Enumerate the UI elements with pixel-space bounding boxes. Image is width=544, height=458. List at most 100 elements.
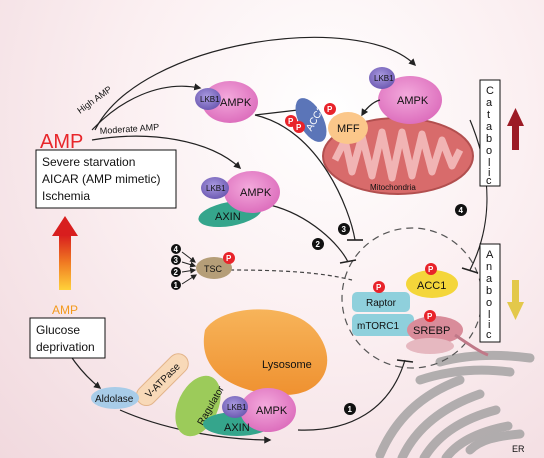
er-membranes (375, 350, 535, 458)
svg-text:4: 4 (459, 206, 464, 215)
svg-text:2: 2 (316, 240, 321, 249)
lkb1-label-c: LKB1 (206, 184, 226, 193)
inhibition-bar-2 (339, 259, 357, 264)
stress-line-2: AICAR (AMP mimetic) (42, 172, 160, 186)
svg-text:2: 2 (174, 268, 179, 277)
ampk-label-c: AMPK (240, 187, 272, 199)
pathway-step-1: 1 (344, 403, 356, 415)
pathway-step-2: 2 (312, 238, 324, 250)
ampk-label-d: AMPK (256, 405, 288, 417)
svg-text:c: c (486, 175, 492, 187)
svg-text:3: 3 (174, 256, 179, 265)
lkb1-label-b: LKB1 (374, 74, 394, 83)
moderate-amp-arrow (91, 135, 242, 169)
phospho-raptor: P (373, 281, 385, 293)
svg-text:P: P (376, 283, 382, 292)
phospho-acc2-b: P (285, 115, 297, 127)
mff-label: MFF (337, 123, 360, 135)
svg-text:A: A (486, 249, 494, 261)
lkb1-label-a: LKB1 (200, 95, 220, 104)
tsc-step-arrows (181, 251, 198, 285)
svg-text:a: a (486, 121, 493, 133)
amp-gradient-arrowhead (52, 216, 78, 236)
svg-text:o: o (486, 297, 492, 309)
tsc-complex: TSC (196, 257, 232, 279)
acc2-protein: ACC2 (295, 98, 327, 142)
stress-conditions-box (35, 149, 177, 209)
svg-text:4: 4 (174, 245, 179, 254)
svg-text:1: 1 (174, 281, 179, 290)
svg-text:1: 1 (348, 405, 353, 414)
aldolase: Aldolase (91, 387, 139, 409)
pathway-step-3: 3 (338, 223, 350, 235)
stress-line-1: Severe starvation (42, 155, 135, 169)
svg-text:P: P (428, 265, 434, 274)
svg-text:b: b (486, 285, 492, 297)
lysosome-label: Lysosome (262, 359, 312, 371)
svg-text:l: l (488, 309, 490, 321)
amp-secondary-label: AMP (52, 303, 78, 317)
anabolic-box: A n a b o l i c (479, 243, 501, 343)
mff-protein: MFF (328, 112, 368, 144)
svg-text:l: l (488, 157, 490, 169)
inhibition-bar-1 (396, 359, 414, 363)
inhibition-line-3 (254, 114, 356, 241)
aldolase-label: Aldolase (95, 394, 134, 405)
svg-text:P: P (296, 123, 302, 132)
svg-text:P: P (226, 254, 232, 263)
svg-text:a: a (486, 273, 493, 285)
tsc-step-4: 4 (171, 244, 181, 254)
anabolic-letters: A n a b o l i c (486, 249, 494, 341)
mtorc1-raptor: Raptor mTORC1 (352, 292, 414, 336)
catabolic-letters: C a t a b o l i c (486, 85, 494, 187)
srebp-protein: SREBP (406, 316, 489, 357)
phospho-tsc: P (223, 252, 235, 264)
ampk-label-b: AMPK (397, 95, 429, 107)
inhibition-line-1 (297, 359, 406, 431)
glucose-deprivation-box (29, 317, 106, 359)
tsc-label: TSC (204, 264, 223, 274)
catabolic-box: C a t a b o l i c (479, 79, 501, 187)
phospho-acc1: P (425, 263, 437, 275)
phospho-mff: P (324, 103, 336, 115)
anabolic-down-arrow (507, 280, 524, 320)
axin-label-d: AXIN (224, 422, 250, 434)
tsc-inhibition-dashed (229, 269, 353, 281)
lkb1-label-d: LKB1 (227, 403, 247, 412)
svg-text:P: P (427, 312, 433, 321)
svg-text:i: i (488, 319, 490, 331)
acc1-protein: ACC1 (406, 270, 458, 298)
svg-text:c: c (486, 329, 492, 341)
ampk-complex-mitochondrial: LKB1 AMPK (361, 67, 442, 124)
amp-main-label: AMP (40, 131, 83, 153)
glucose-to-aldolase-arrow (69, 354, 102, 389)
inhibition-line-4 (469, 119, 488, 271)
axin-label-c: AXIN (215, 211, 241, 223)
er-label: ER (512, 444, 525, 454)
ampk-complex-high-amp: LKB1 AMPK (195, 81, 258, 123)
tsc-step-3: 3 (171, 255, 181, 265)
inhibition-bar-4 (461, 267, 479, 274)
amp-gradient-shaft (59, 235, 71, 290)
moderate-amp-label: Moderate AMP (99, 122, 159, 136)
high-amp-arrow-top (94, 36, 417, 131)
ampk-label-a: AMPK (220, 97, 252, 109)
catabolic-up-arrow (507, 108, 524, 150)
ampk-complex-lysosomal: LKB1 AMPK AXIN (203, 388, 296, 436)
svg-text:t: t (487, 109, 490, 121)
svg-text:o: o (486, 145, 492, 157)
tsc-step-1: 1 (171, 280, 181, 290)
ampk-to-acc2-line (254, 109, 299, 116)
ampk-complex-axin: LKB1 AMPK AXIN (198, 171, 280, 228)
tsc-step-2: 2 (171, 267, 181, 277)
high-amp-arrow-mid (91, 83, 202, 131)
phospho-srebp: P (424, 310, 436, 322)
acc1-label: ACC1 (417, 280, 446, 292)
glucose-line-2: deprivation (36, 340, 95, 354)
lysosome: Lysosome (203, 309, 328, 395)
svg-text:n: n (486, 261, 492, 273)
mitochondria-label: Mitochondria (370, 183, 416, 192)
svg-text:P: P (288, 117, 294, 126)
inhibition-line-2 (269, 204, 349, 263)
